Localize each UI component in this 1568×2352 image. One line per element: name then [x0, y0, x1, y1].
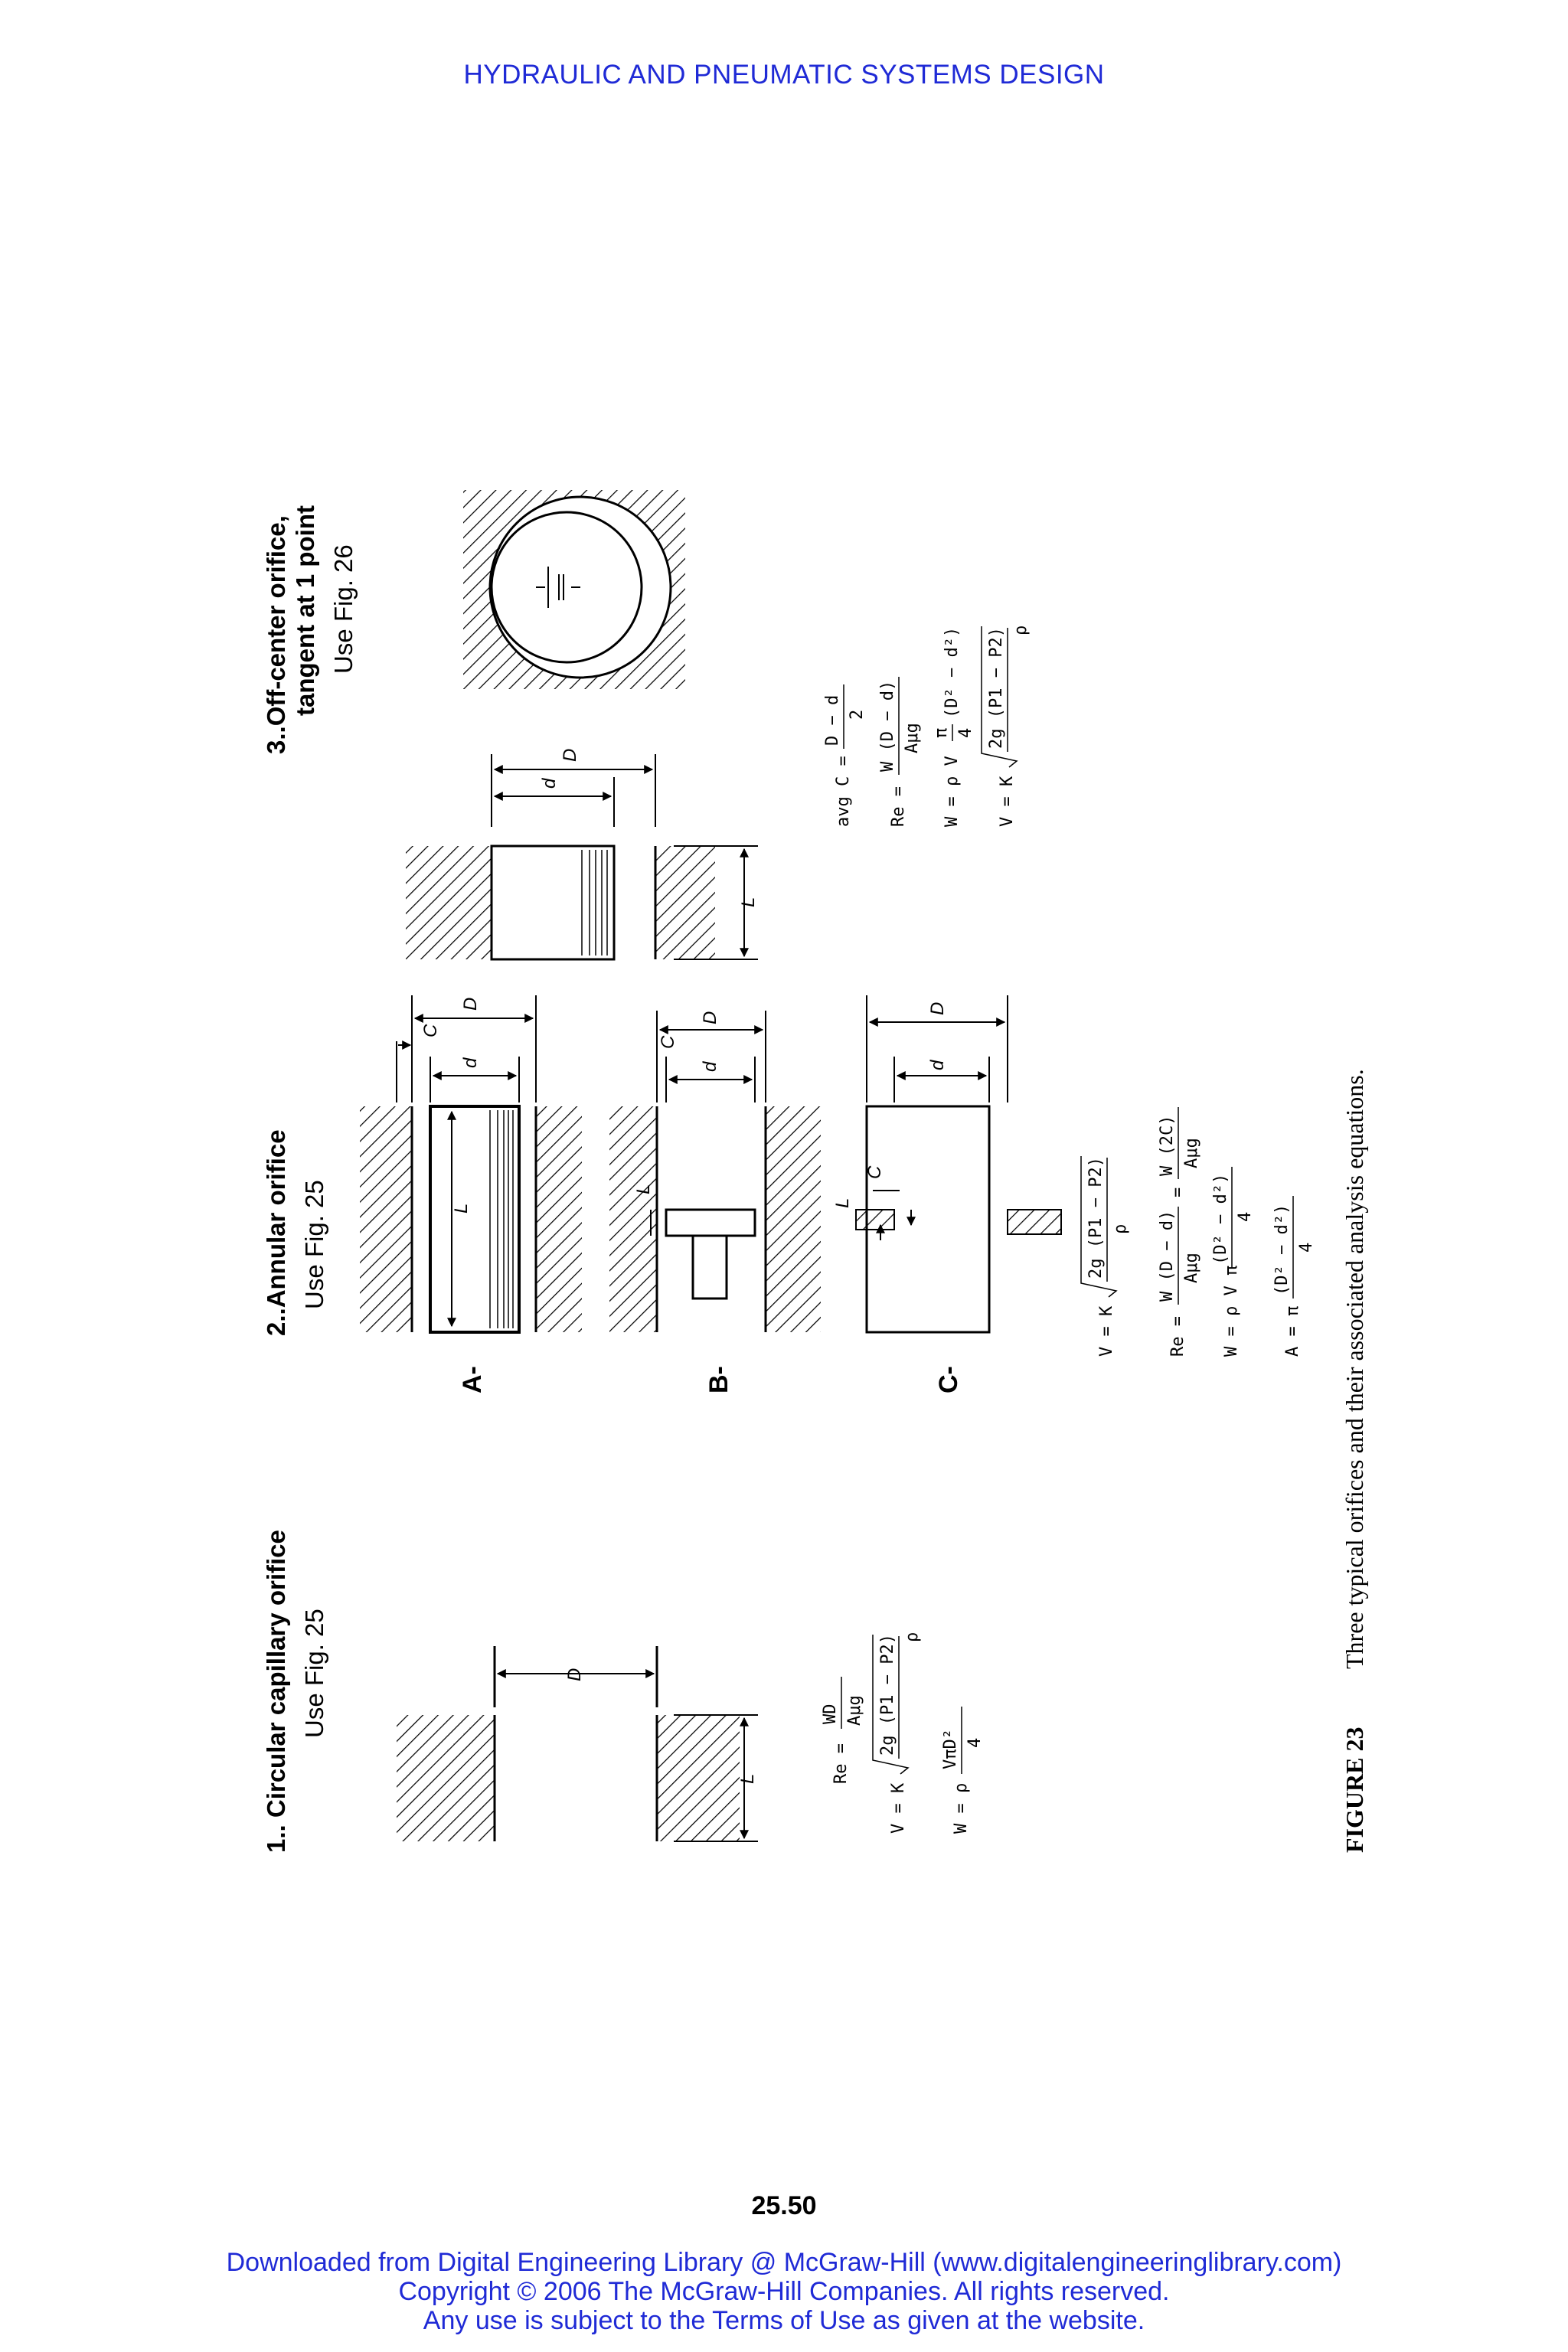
annular-b-disc [665, 1208, 756, 1237]
section-2-title-block: 2..Annular orifice Use Fig. 25 [262, 1129, 328, 1336]
s2-w-num: (D² − d²) [1211, 1174, 1230, 1265]
section-3-equations: avg C = D − d 2 Re = W (D − d) Aμg W = ρ… [823, 626, 1031, 827]
s3-w-pi: π [932, 728, 951, 738]
label-variant-a: A- [458, 1366, 487, 1393]
s2-v-lhs: V = K [1097, 1305, 1116, 1357]
dim-D-2a: D [460, 998, 481, 1011]
label-variant-c: C- [934, 1366, 963, 1393]
section-2-variant-c: C- D d L C [832, 995, 1062, 1393]
section-2-variant-b: B- L D d C [609, 1011, 821, 1393]
dim-d-2c: d [927, 1060, 948, 1070]
dim-d-2a: d [460, 1057, 481, 1068]
s2-re-num2: W (2C) [1158, 1116, 1177, 1176]
dim-C-2a: C [420, 1024, 441, 1037]
s1-re-den: Aμg [845, 1695, 864, 1726]
wall-left-upper [397, 1715, 495, 1841]
s3-c-den: 2 [848, 710, 867, 720]
section-1-title-block: 1.. Circular capillary orifice Use Fig. … [262, 1530, 328, 1853]
dim-L-2c: L [832, 1198, 853, 1208]
s3-v-lhs: V = K [998, 776, 1017, 827]
figure-caption: FIGURE 23 Three typical orifices and the… [1341, 1069, 1368, 1853]
s3-c-num: D − d [823, 695, 842, 746]
s1-w-lhs: W = ρ [952, 1783, 971, 1834]
s1-re-num: WD [821, 1704, 840, 1725]
label-variant-b: B- [704, 1366, 733, 1393]
annular-a-pin [429, 1105, 521, 1334]
s3-re-num: W (D − d) [878, 681, 897, 772]
dim-L-1: L [737, 1774, 758, 1784]
dim-D-3: D [560, 749, 580, 762]
section-3-title-block: 3..Off-center orifice, tangent at 1 poin… [262, 505, 358, 754]
footer-line-1[interactable]: Downloaded from Digital Engineering Libr… [226, 2248, 1342, 2277]
s2-re-den: Aμg [1182, 1253, 1201, 1283]
figure-caption-label: FIGURE 23 [1341, 1727, 1368, 1853]
annular-b-stem [691, 1234, 728, 1300]
section-3-title-line1: 3..Off-center orifice, [262, 515, 290, 754]
dim-C-2b: C [658, 1035, 678, 1049]
s2-w-den: 4 [1236, 1212, 1255, 1222]
s1-v-den: ρ [903, 1632, 922, 1642]
section-3-title-line2: tangent at 1 point [291, 505, 319, 716]
dim-D-2c: D [927, 1002, 948, 1015]
s2-v-num: 2g (P1 − P2) [1086, 1157, 1106, 1279]
s1-w-num: VπD² [941, 1729, 960, 1769]
s3-re-den: Aμg [903, 723, 922, 753]
s1-v-lhs: V = K [889, 1782, 908, 1834]
section-1-drawing: D L [397, 1646, 758, 1842]
s3-re-lhs: Re = [889, 786, 908, 827]
dim-D-2b: D [700, 1011, 720, 1024]
section-2-title: 2..Annular orifice [262, 1129, 290, 1336]
s2-re-num: W (D − d) [1158, 1210, 1177, 1302]
s3-w-rhs: (D² − d²) [942, 627, 962, 718]
footer-line-3: Any use is subject to the Terms of Use a… [423, 2306, 1145, 2335]
s3-v-num: 2g (P1 − P2) [987, 627, 1006, 749]
s2-re-eq: = [1168, 1187, 1187, 1197]
section-3-ref: Use Fig. 26 [329, 544, 358, 674]
s3-w-lhs: W = ρ V [942, 756, 962, 827]
s1-w-den: 4 [965, 1738, 985, 1748]
section-2-variant-a: A- L D d C [360, 995, 582, 1393]
footer-line-2: Copyright © 2006 The McGraw-Hill Compani… [398, 2277, 1170, 2306]
running-head: HYDRAULIC AND PNEUMATIC SYSTEMS DESIGN [463, 60, 1105, 90]
s3-c-lhs: avg C = [834, 756, 853, 827]
s2-w-lhs: W = ρ V π [1222, 1266, 1241, 1357]
section-1-ref: Use Fig. 25 [300, 1609, 328, 1738]
footer: Downloaded from Digital Engineering Libr… [0, 2248, 1568, 2335]
s2-re-den2: Aμg [1182, 1138, 1201, 1168]
s2-a-den: 4 [1297, 1243, 1316, 1253]
section-2-ref: Use Fig. 25 [300, 1180, 328, 1309]
dim-C-2c: C [864, 1165, 885, 1179]
section-2-equations: V = K 2g (P1 − P2) ρ Re = W (D − d) Aμg … [1080, 1107, 1316, 1357]
dim-d-3: d [539, 778, 560, 789]
dim-L-3: L [738, 897, 759, 907]
s1-re-lhs: Re = [831, 1743, 851, 1784]
section-3-drawing: D d L [406, 490, 759, 961]
offcenter-pin [490, 844, 616, 961]
dim-D-1: D [564, 1668, 585, 1681]
page-number: 25.50 [751, 2191, 817, 2220]
s2-a-lhs: A = π [1283, 1306, 1302, 1357]
offcenter-end-view [463, 490, 685, 689]
wall-left-lower [657, 1715, 740, 1841]
dim-L-2a: L [451, 1204, 472, 1214]
s2-re-lhs: Re = [1168, 1316, 1187, 1357]
s2-a-num: (D² − d²) [1272, 1204, 1292, 1295]
dim-d-2b: d [700, 1061, 720, 1072]
s2-v-den: ρ [1111, 1224, 1130, 1234]
figure-caption-text: Three typical orifices and their associa… [1341, 1069, 1368, 1669]
s1-v-num: 2g (P1 − P2) [878, 1634, 897, 1756]
section-1-title: 1.. Circular capillary orifice [262, 1530, 290, 1853]
section-1-equations: Re = WD Aμg V = K 2g (P1 − P2) ρ W = ρ V… [821, 1632, 985, 1834]
dim-L-2b: L [633, 1184, 654, 1194]
s3-w-four: 4 [956, 728, 975, 738]
s3-v-den: ρ [1011, 626, 1031, 635]
